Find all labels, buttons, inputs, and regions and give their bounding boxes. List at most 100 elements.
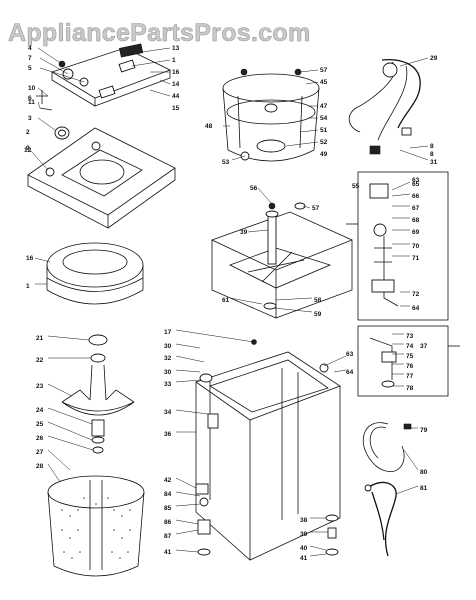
wire-harness <box>348 57 429 161</box>
callout-number: 70 <box>412 243 420 250</box>
cabinet <box>175 329 347 561</box>
balance-ring <box>34 242 144 305</box>
callout-number: 1 <box>172 57 176 64</box>
lid-switch-detail <box>357 325 460 397</box>
callout-number: 27 <box>36 449 44 456</box>
callout-number: 71 <box>412 255 420 262</box>
watermark-text: AppliancePartsPros.com <box>8 19 311 47</box>
callout-number: 2 <box>26 129 30 136</box>
callout-number: 52 <box>320 139 328 146</box>
callout-number: 31 <box>430 159 438 166</box>
callout-number: 79 <box>420 427 428 434</box>
callout-number: 77 <box>406 373 414 380</box>
callout-number: 78 <box>406 385 414 392</box>
callout-number: 72 <box>412 291 420 298</box>
control-console <box>36 43 172 140</box>
agitator <box>47 334 135 483</box>
callout-number: 47 <box>320 103 328 110</box>
callout-number: 5 <box>28 65 32 72</box>
callout-number: 63 <box>412 177 420 184</box>
callout-number: 80 <box>420 469 428 476</box>
callout-number: 68 <box>412 217 420 224</box>
callout-number: 53 <box>222 159 230 166</box>
callout-number: 58 <box>314 297 322 304</box>
callout-number: 81 <box>420 485 428 492</box>
callout-number: 39 <box>240 229 248 236</box>
callout-number: 42 <box>164 477 172 484</box>
callout-number: 49 <box>320 151 328 158</box>
callout-number: 13 <box>172 45 180 52</box>
callout-number: 34 <box>164 409 172 416</box>
callout-number: 64 <box>412 305 420 312</box>
callout-number: 11 <box>28 99 35 106</box>
callout-number: 66 <box>412 193 420 200</box>
callout-number: 3 <box>28 115 32 122</box>
callout-number: 1 <box>26 283 30 290</box>
callout-number: 65 <box>412 181 420 188</box>
callout-number: 33 <box>164 381 172 388</box>
callout-number: 15 <box>172 105 180 112</box>
callout-number: 30 <box>164 343 172 350</box>
callout-number: 45 <box>320 79 328 86</box>
callout-number: 36 <box>164 431 172 438</box>
callout-number: 10 <box>28 85 36 92</box>
callout-number: 22 <box>36 357 44 364</box>
callout-number: 69 <box>412 229 420 236</box>
callout-number: 61 <box>222 297 230 304</box>
callout-number: 63 <box>346 351 354 358</box>
callout-numbers: 4751011362121311614441591615745474854515… <box>24 45 438 562</box>
callout-number: 8 <box>430 143 434 150</box>
callout-number: 4 <box>28 45 32 52</box>
callout-number: 40 <box>300 545 308 552</box>
callout-number: 12 <box>24 147 32 154</box>
callout-number: 55 <box>352 183 360 190</box>
callout-number: 39 <box>300 531 308 538</box>
callout-number: 38 <box>300 517 308 524</box>
callout-number: 16 <box>172 69 180 76</box>
callout-number: 57 <box>312 205 320 212</box>
callout-number: 85 <box>164 505 172 512</box>
callout-number: 7 <box>28 55 32 62</box>
callout-number: 8 <box>430 151 434 158</box>
callout-number: 57 <box>320 67 328 74</box>
callout-number: 75 <box>406 353 414 360</box>
callout-number: 28 <box>36 463 44 470</box>
callout-number: 37 <box>420 343 428 350</box>
callout-number: 51 <box>320 127 328 134</box>
callout-number: 74 <box>406 343 414 350</box>
callout-number: 26 <box>36 435 44 442</box>
callout-number: 23 <box>36 383 44 390</box>
callout-number: 17 <box>164 329 172 336</box>
callout-number: 59 <box>314 311 322 318</box>
callout-number: 44 <box>172 93 180 100</box>
callout-number: 24 <box>36 407 44 414</box>
callout-number: 30 <box>164 369 172 376</box>
top-cover <box>27 127 176 229</box>
callout-number: 54 <box>320 115 328 122</box>
switch-panel <box>346 171 449 321</box>
callout-number: 16 <box>26 255 34 262</box>
callout-number: 21 <box>36 335 44 342</box>
callout-number: 73 <box>406 333 414 340</box>
callout-number: 6 <box>28 95 32 102</box>
wash-basket <box>47 475 145 577</box>
callout-number: 56 <box>250 185 258 192</box>
callout-number: 67 <box>412 205 420 212</box>
callout-number: 14 <box>172 81 180 88</box>
callout-number: 9 <box>26 145 30 152</box>
callout-number: 64 <box>346 369 354 376</box>
callout-number: 84 <box>164 491 172 498</box>
callout-number: 41 <box>164 549 172 556</box>
callout-number: 86 <box>164 519 172 526</box>
callout-number: 87 <box>164 533 172 540</box>
callout-number: 25 <box>36 421 44 428</box>
callout-number: 48 <box>205 123 213 130</box>
callout-number: 76 <box>406 363 414 370</box>
callout-number: 29 <box>430 55 438 62</box>
gear-case <box>210 187 354 319</box>
callout-number: 41 <box>300 555 308 562</box>
callout-number: 32 <box>164 355 172 362</box>
outer-tub <box>222 68 320 162</box>
drain-hose-and-cord <box>362 422 419 557</box>
